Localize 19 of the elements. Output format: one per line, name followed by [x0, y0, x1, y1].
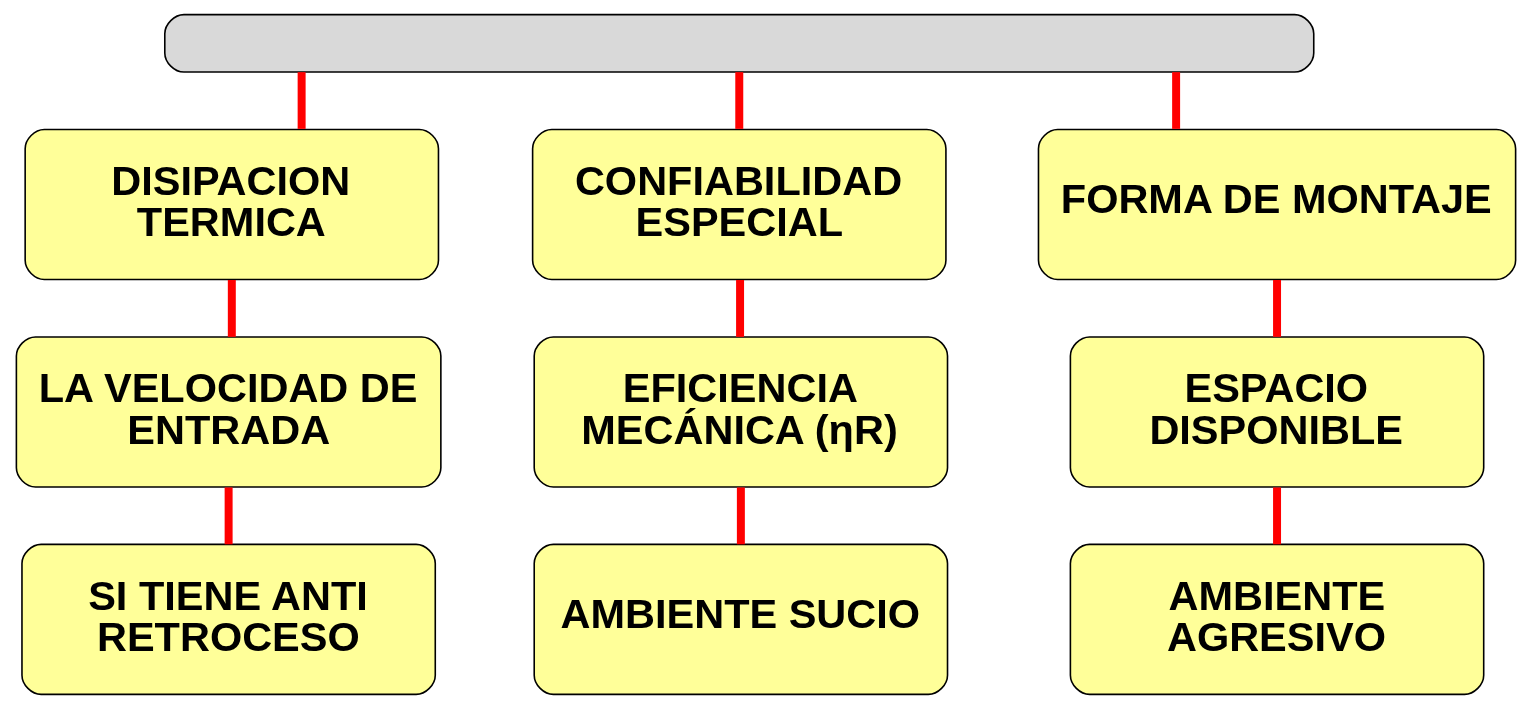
node-box: AMBIENTE AGRESIVO — [1069, 543, 1485, 696]
connector — [224, 487, 233, 545]
connector — [736, 487, 745, 545]
node-box: AMBIENTE SUCIO — [533, 543, 949, 696]
connector — [736, 280, 745, 337]
node-box — [164, 13, 1315, 73]
connector — [297, 72, 306, 129]
connector — [1172, 72, 1181, 129]
connector — [1273, 280, 1282, 337]
node-box: ESPACIO DISPONIBLE — [1069, 336, 1485, 488]
node-box: LA VELOCIDAD DE ENTRADA — [15, 336, 442, 488]
connector — [735, 72, 744, 129]
node-box: FORMA DE MONTAJE — [1037, 128, 1517, 281]
node-box: DISIPACION TERMICA — [24, 128, 440, 281]
node-box: EFICIENCIA MECÁNICA (ηR) — [533, 336, 949, 488]
connector — [227, 280, 236, 337]
node-box: SI TIENE ANTI RETROCESO — [21, 543, 437, 696]
connector — [1273, 487, 1282, 545]
node-box: CONFIABILIDAD ESPECIAL — [531, 128, 947, 281]
